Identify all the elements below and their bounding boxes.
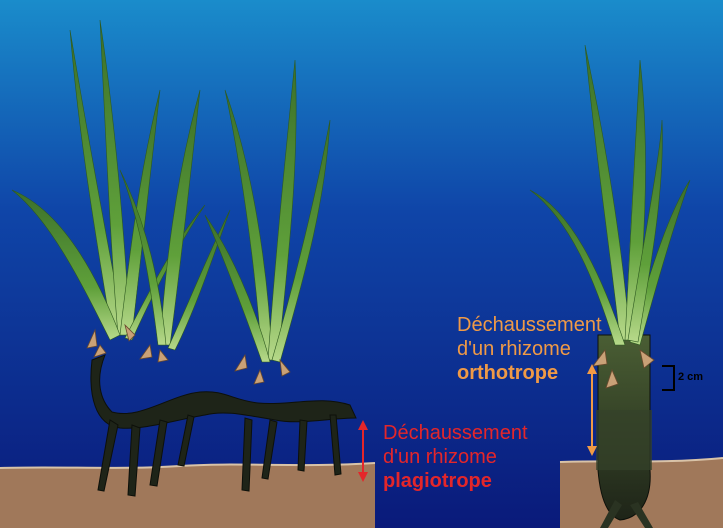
orthotrope-label: Déchaussement d'un rhizome orthotrope xyxy=(457,313,602,385)
orthotrope-line1: Déchaussement xyxy=(457,313,602,337)
plagiotrope-line1: Déchaussement xyxy=(383,421,528,445)
plagiotrope-label: Déchaussement d'un rhizome plagiotrope xyxy=(383,421,528,493)
orthotrope-line2: d'un rhizome xyxy=(457,337,602,361)
scale-label: 2 cm xyxy=(678,371,703,383)
sediment-left xyxy=(0,463,375,528)
plagiotrope-line3: plagiotrope xyxy=(383,469,528,493)
orthotrope-line3: orthotrope xyxy=(457,361,602,385)
plagiotrope-line2: d'un rhizome xyxy=(383,445,528,469)
